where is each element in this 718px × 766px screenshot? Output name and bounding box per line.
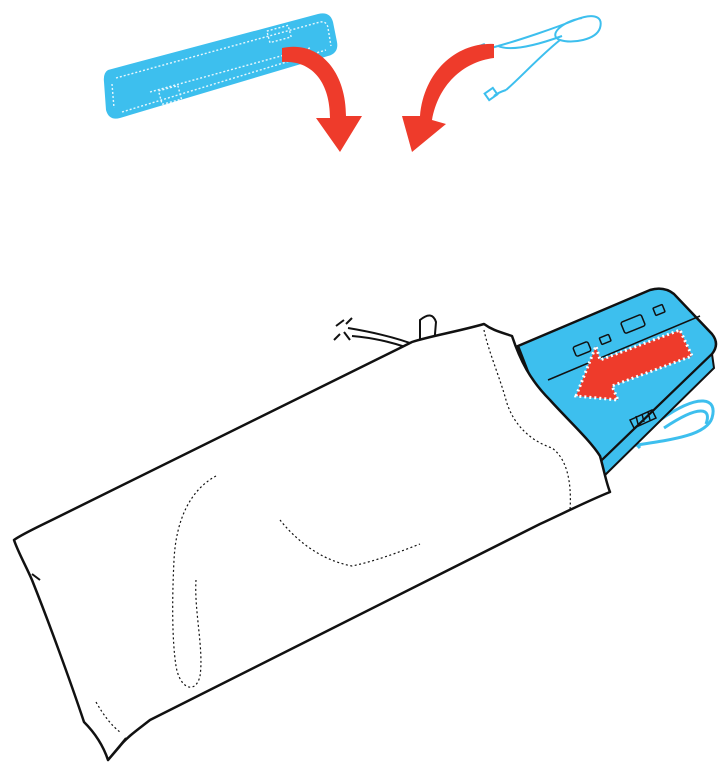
arrow-down-left-icon — [282, 47, 362, 152]
storage-bag-icon — [14, 315, 610, 760]
arrow-down-right-icon — [402, 44, 494, 152]
scanner-icon — [104, 13, 337, 118]
